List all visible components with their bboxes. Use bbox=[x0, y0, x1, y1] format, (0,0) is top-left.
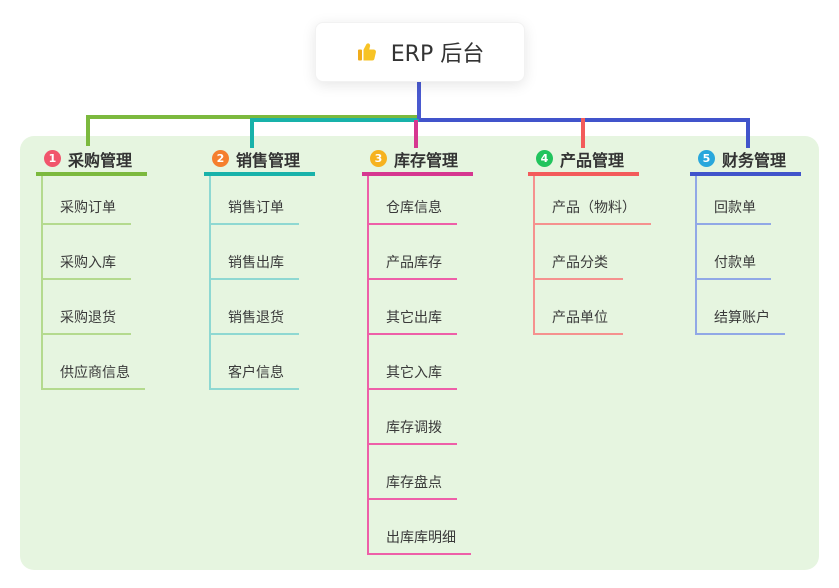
branch-label-3: 库存管理 bbox=[394, 150, 459, 170]
branch-badge-3: 3 bbox=[370, 150, 387, 167]
child-node[interactable]: 采购入库 bbox=[43, 225, 131, 280]
branch-label-4: 产品管理 bbox=[560, 150, 625, 170]
child-node[interactable]: 产品（物料） bbox=[535, 176, 651, 225]
branch-label-1: 采购管理 bbox=[68, 150, 133, 170]
child-label: 供应商信息 bbox=[60, 365, 130, 381]
branch-1-children: 采购订单 采购入库 采购退货 供应商信息 bbox=[41, 176, 145, 390]
child-label: 客户信息 bbox=[228, 365, 284, 381]
child-label: 其它入库 bbox=[386, 365, 442, 381]
branch-badge-4: 4 bbox=[536, 150, 553, 167]
branch-4: 4 产品管理 产品（物料） 产品分类 产品单位 bbox=[528, 145, 651, 335]
child-node[interactable]: 销售退货 bbox=[211, 280, 299, 335]
branches-background-panel bbox=[20, 136, 819, 570]
child-label: 结算账户 bbox=[714, 310, 770, 326]
branch-badge-2: 2 bbox=[212, 150, 229, 167]
child-node[interactable]: 其它入库 bbox=[369, 335, 457, 390]
child-node[interactable]: 销售订单 bbox=[211, 176, 299, 225]
branch-badge-1: 1 bbox=[44, 150, 61, 167]
child-node[interactable]: 产品库存 bbox=[369, 225, 457, 280]
branch-3-children: 仓库信息 产品库存 其它出库 其它入库 库存调拨 库存盘点 出库库明细 bbox=[367, 176, 471, 555]
branch-header-3[interactable]: 3 库存管理 bbox=[362, 145, 473, 176]
child-node[interactable]: 仓库信息 bbox=[369, 176, 457, 225]
child-label: 产品（物料） bbox=[552, 200, 636, 216]
child-node[interactable]: 结算账户 bbox=[697, 280, 785, 335]
child-label: 产品库存 bbox=[386, 255, 442, 271]
branch-header-5[interactable]: 5 财务管理 bbox=[690, 145, 801, 176]
child-label: 采购订单 bbox=[60, 200, 116, 216]
child-label: 仓库信息 bbox=[386, 200, 442, 216]
child-label: 库存调拨 bbox=[386, 420, 442, 436]
branch-1: 1 采购管理 采购订单 采购入库 采购退货 供应商信息 bbox=[36, 145, 147, 390]
branch-3: 3 库存管理 仓库信息 产品库存 其它出库 其它入库 库存调拨 库存盘点 出库库… bbox=[362, 145, 473, 555]
child-node[interactable]: 出库库明细 bbox=[369, 500, 471, 555]
child-node[interactable]: 付款单 bbox=[697, 225, 771, 280]
child-node[interactable]: 回款单 bbox=[697, 176, 771, 225]
child-label: 销售出库 bbox=[228, 255, 284, 271]
root-label: ERP 后台 bbox=[390, 42, 485, 67]
branch-4-children: 产品（物料） 产品分类 产品单位 bbox=[533, 176, 651, 335]
branch-label-5: 财务管理 bbox=[722, 150, 787, 170]
child-node[interactable]: 供应商信息 bbox=[43, 335, 145, 390]
branch-5: 5 财务管理 回款单 付款单 结算账户 bbox=[690, 145, 801, 335]
child-label: 出库库明细 bbox=[386, 530, 456, 546]
child-label: 销售订单 bbox=[228, 200, 284, 216]
branch-header-1[interactable]: 1 采购管理 bbox=[36, 145, 147, 176]
branch-badge-5: 5 bbox=[698, 150, 715, 167]
child-label: 采购入库 bbox=[60, 255, 116, 271]
child-node[interactable]: 产品分类 bbox=[535, 225, 623, 280]
branch-label-2: 销售管理 bbox=[236, 150, 301, 170]
child-node[interactable]: 采购退货 bbox=[43, 280, 131, 335]
child-label: 回款单 bbox=[714, 200, 756, 216]
child-label: 库存盘点 bbox=[386, 475, 442, 491]
branch-header-4[interactable]: 4 产品管理 bbox=[528, 145, 639, 176]
child-label: 其它出库 bbox=[386, 310, 442, 326]
branch-2: 2 销售管理 销售订单 销售出库 销售退货 客户信息 bbox=[204, 145, 315, 390]
child-node[interactable]: 其它出库 bbox=[369, 280, 457, 335]
branch-5-children: 回款单 付款单 结算账户 bbox=[695, 176, 785, 335]
child-label: 产品单位 bbox=[552, 310, 608, 326]
child-label: 销售退货 bbox=[228, 310, 284, 326]
child-node[interactable]: 库存调拨 bbox=[369, 390, 457, 445]
child-node[interactable]: 采购订单 bbox=[43, 176, 131, 225]
root-node[interactable]: ERP 后台 bbox=[315, 22, 525, 82]
child-node[interactable]: 客户信息 bbox=[211, 335, 299, 390]
child-node[interactable]: 销售出库 bbox=[211, 225, 299, 280]
thumbs-up-icon bbox=[356, 40, 380, 64]
branch-2-children: 销售订单 销售出库 销售退货 客户信息 bbox=[209, 176, 299, 390]
child-node[interactable]: 库存盘点 bbox=[369, 445, 457, 500]
child-label: 产品分类 bbox=[552, 255, 608, 271]
child-label: 采购退货 bbox=[60, 310, 116, 326]
branch-header-2[interactable]: 2 销售管理 bbox=[204, 145, 315, 176]
child-node[interactable]: 产品单位 bbox=[535, 280, 623, 335]
child-label: 付款单 bbox=[714, 255, 756, 271]
